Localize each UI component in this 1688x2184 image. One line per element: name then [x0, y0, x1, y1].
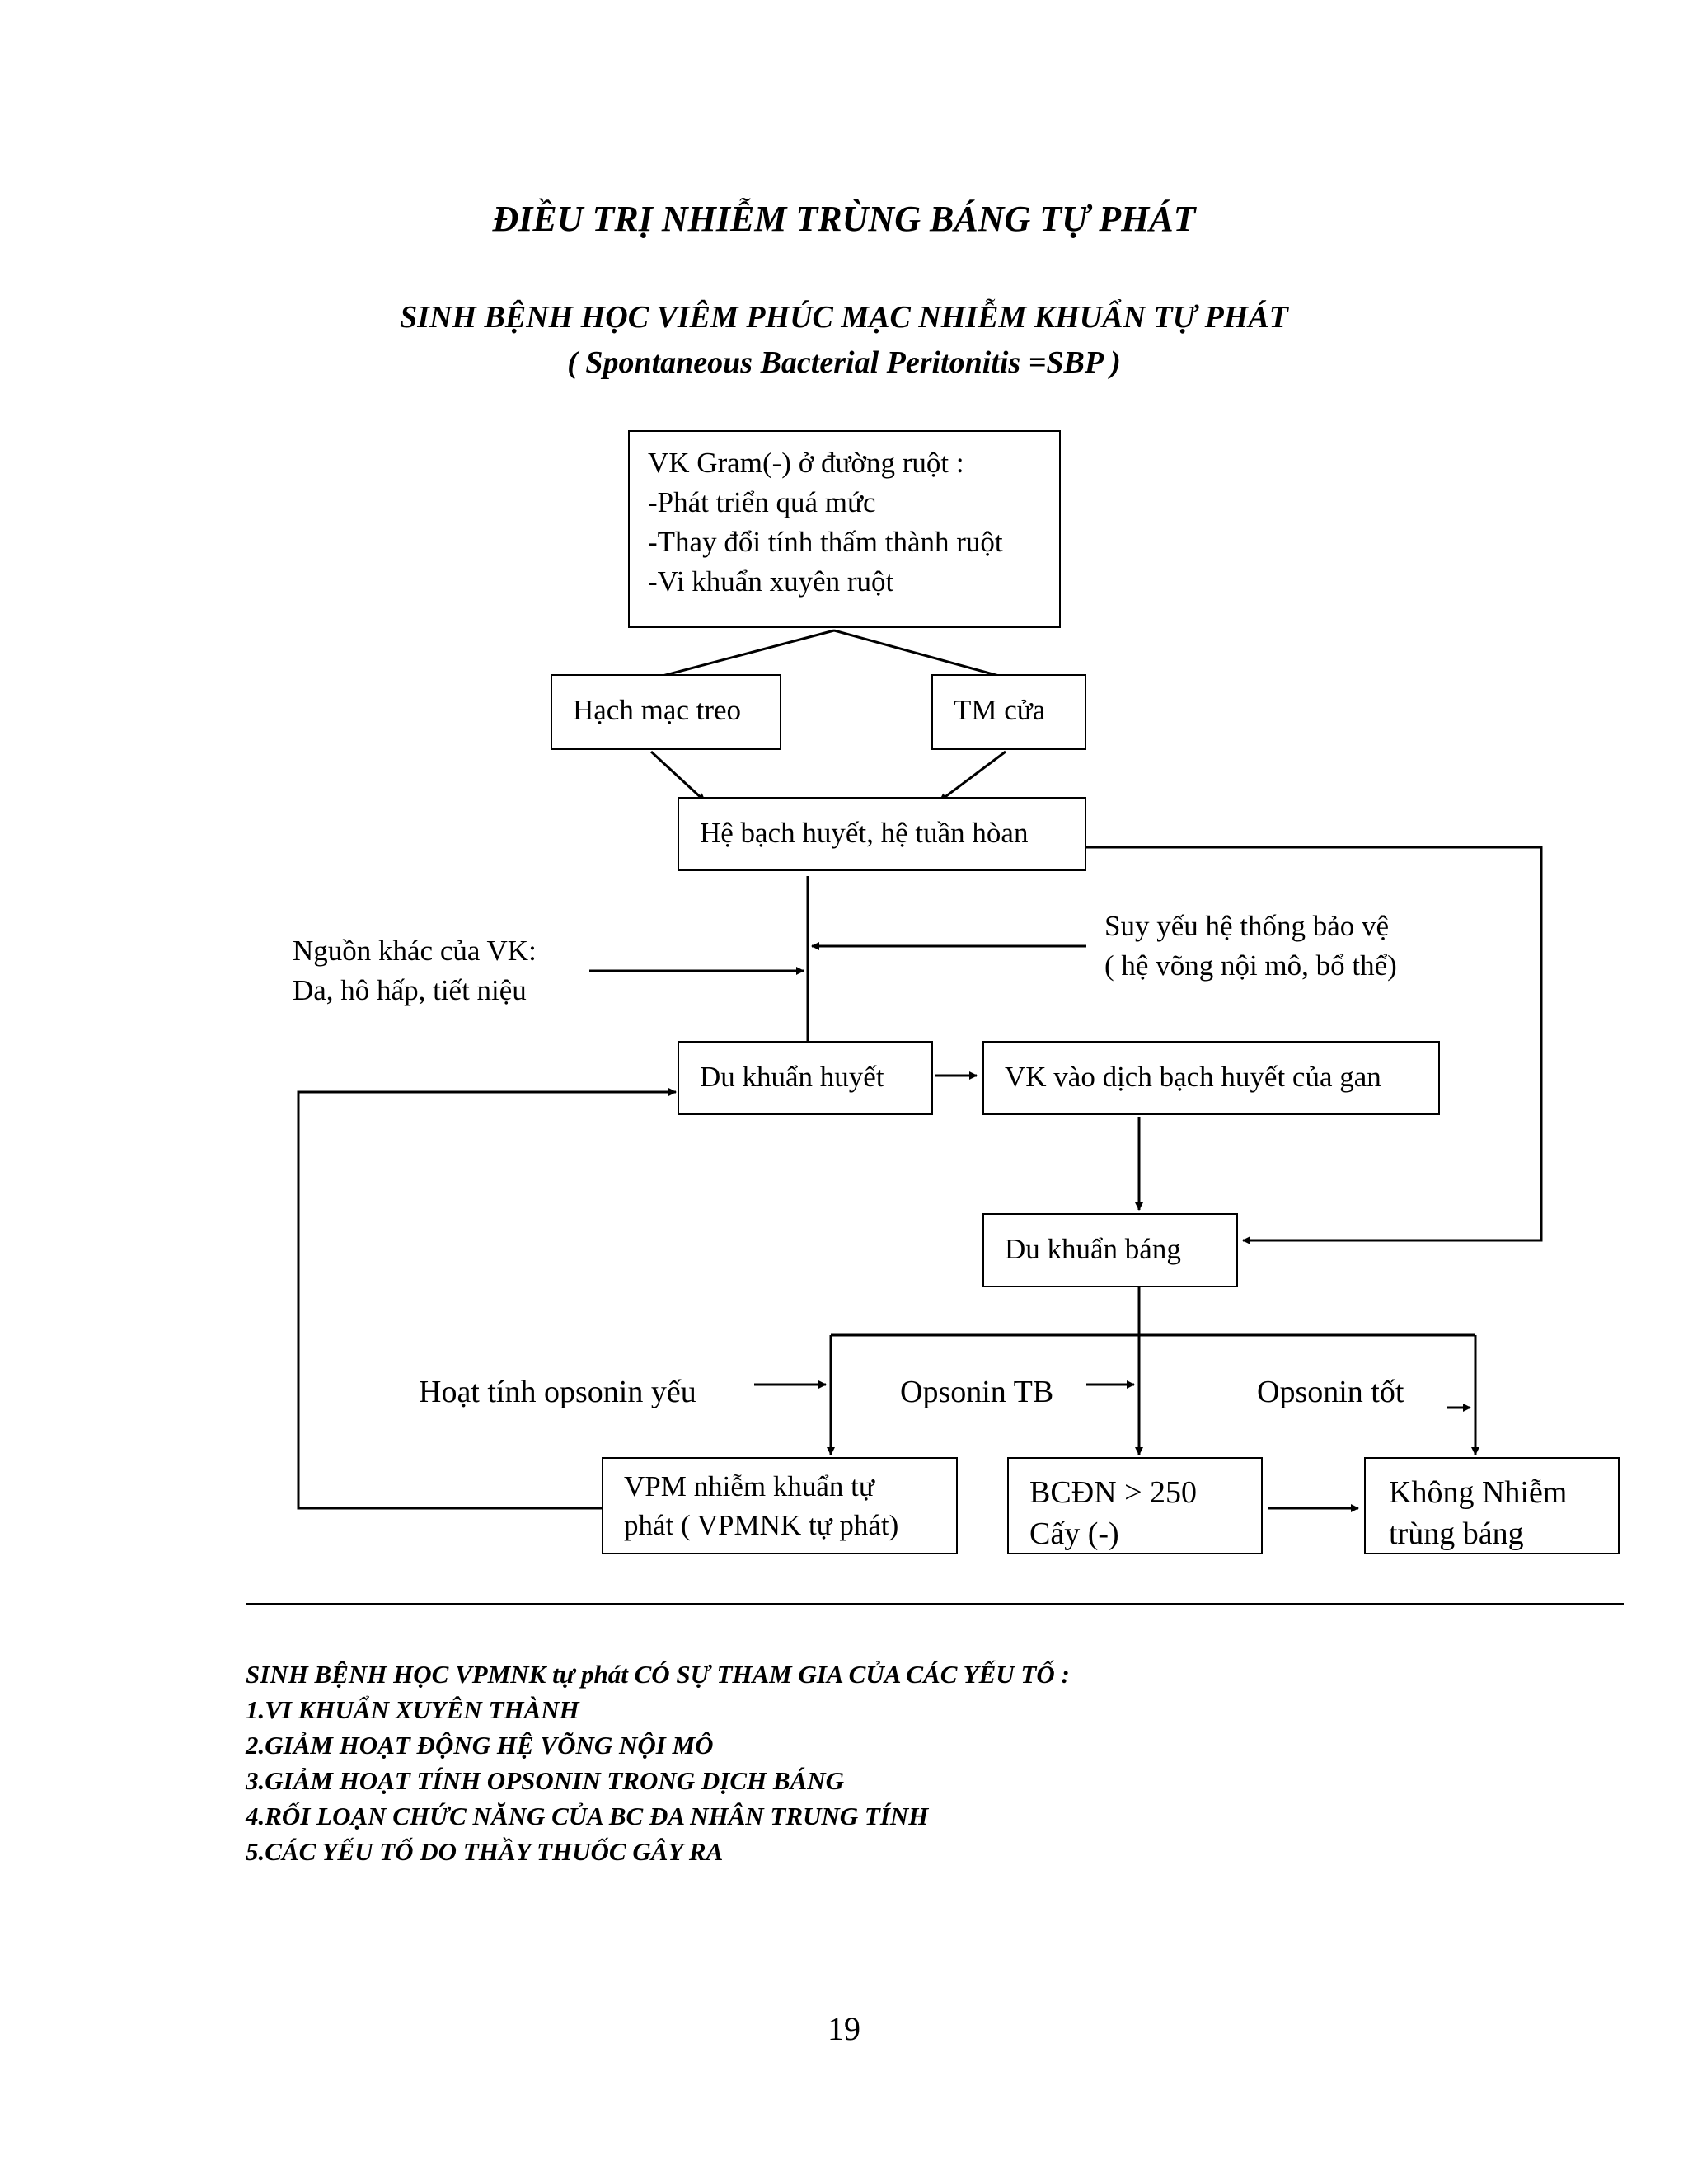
portal-vein-label: TM cửa	[954, 694, 1046, 726]
mesenteric-node-box: Hạch mạc treo	[551, 674, 781, 750]
circulation-box: Hệ bạch huyết, hệ tuần hòan	[678, 797, 1086, 871]
arrow-mesenteric-to-circulation	[649, 750, 706, 803]
liver-lymph-box: VK vào dịch bạch huyết của gan	[982, 1041, 1440, 1115]
arrow-source-to-mesenteric	[646, 629, 835, 682]
arrow-source-to-portal	[833, 629, 1015, 682]
bacterascites-box: Du khuẩn báng	[982, 1213, 1238, 1287]
no-infection-box: Không Nhiễm trùng báng	[1364, 1457, 1620, 1554]
gut-bacteria-line: -Phát triển quá mức	[648, 486, 876, 518]
diagram-title: SINH BỆNH HỌC VIÊM PHÚC MẠC NHIỄM KHUẨN …	[400, 300, 1288, 335]
immune-weakness-line: Suy yếu hệ thống bảo vệ	[1104, 910, 1390, 942]
sbp-line: phát ( VPMNK tự phát)	[624, 1509, 899, 1541]
immune-weakness-label: Suy yếu hệ thống bảo vệ ( hệ võng nội mô…	[1104, 907, 1397, 986]
gut-bacteria-line: -Vi khuẩn xuyên ruột	[648, 565, 894, 598]
sbp-line: VPM nhiễm khuẩn tự	[624, 1470, 874, 1502]
page-title: ĐIỀU TRỊ NHIỄM TRÙNG BÁNG TỰ PHÁT	[492, 199, 1196, 239]
gut-bacteria-box: VK Gram(-) ở đường ruột : -Phát triển qu…	[628, 430, 1061, 628]
gut-bacteria-line: -Thay đổi tính thấm thành ruột	[648, 526, 1003, 558]
portal-vein-box: TM cửa	[931, 674, 1086, 750]
bacteremia-box: Du khuẩn huyết	[678, 1041, 933, 1115]
diagram-subtitle-english: ( Spontaneous Bacterial Peritonitis =SBP…	[567, 345, 1121, 380]
factors-section: SINH BỆNH HỌC VPMNK tự phát CÓ SỰ THAM G…	[246, 1657, 1070, 1869]
opsonin-weak-label: Hoạt tính opsonin yếu	[419, 1375, 696, 1409]
pmn-count-line: Cấy (-)	[1029, 1516, 1119, 1551]
factor-item: 1.VI KHUẨN XUYÊN THÀNH	[246, 1695, 579, 1724]
page-number: 19	[828, 2010, 860, 2047]
factors-heading: SINH BỆNH HỌC VPMNK tự phát CÓ SỰ THAM G…	[246, 1660, 1070, 1689]
no-infection-line: trùng báng	[1389, 1516, 1524, 1551]
immune-weakness-line: ( hệ võng nội mô, bổ thể)	[1104, 949, 1397, 982]
sbp-box: VPM nhiễm khuẩn tự phát ( VPMNK tự phát)	[602, 1457, 958, 1554]
section-divider	[246, 1603, 1624, 1605]
opsonin-average-label: Opsonin TB	[900, 1375, 1054, 1409]
arrow-portal-to-circulation	[939, 750, 1006, 803]
other-sources-label: Nguồn khác của VK: Da, hô hấp, tiết niệu	[293, 931, 537, 1010]
arrow-sbp-feedback	[297, 1088, 677, 1510]
opsonin-good-label: Opsonin tốt	[1257, 1375, 1404, 1409]
pmn-count-box: BCĐN > 250 Cấy (-)	[1007, 1457, 1263, 1554]
pmn-count-line: BCĐN > 250	[1029, 1475, 1198, 1510]
factor-item: 4.RỐI LOẠN CHỨC NĂNG CỦA BC ĐA NHÂN TRUN…	[246, 1802, 929, 1830]
factor-item: 3.GIẢM HOẠT TÍNH OPSONIN TRONG DỊCH BÁNG	[246, 1766, 844, 1795]
mesenteric-node-label: Hạch mạc treo	[573, 694, 742, 726]
bacteremia-label: Du khuẩn huyết	[700, 1061, 884, 1093]
other-sources-line: Nguồn khác của VK:	[293, 935, 537, 967]
bacterascites-label: Du khuẩn báng	[1005, 1233, 1181, 1265]
gut-bacteria-line: VK Gram(-) ở đường ruột :	[648, 447, 964, 479]
other-sources-line: Da, hô hấp, tiết niệu	[293, 974, 527, 1006]
circulation-label: Hệ bạch huyết, hệ tuần hòan	[700, 817, 1029, 849]
no-infection-line: Không Nhiễm	[1389, 1475, 1568, 1510]
factor-item: 5.CÁC YẾU TỐ DO THẦY THUỐC GÂY RA	[246, 1837, 724, 1866]
liver-lymph-label: VK vào dịch bạch huyết của gan	[1005, 1061, 1381, 1093]
factor-item: 2.GIẢM HOẠT ĐỘNG HỆ VÕNG NỘI MÔ	[246, 1731, 714, 1760]
arrow-circulation-to-bacterascites	[1086, 846, 1543, 1244]
